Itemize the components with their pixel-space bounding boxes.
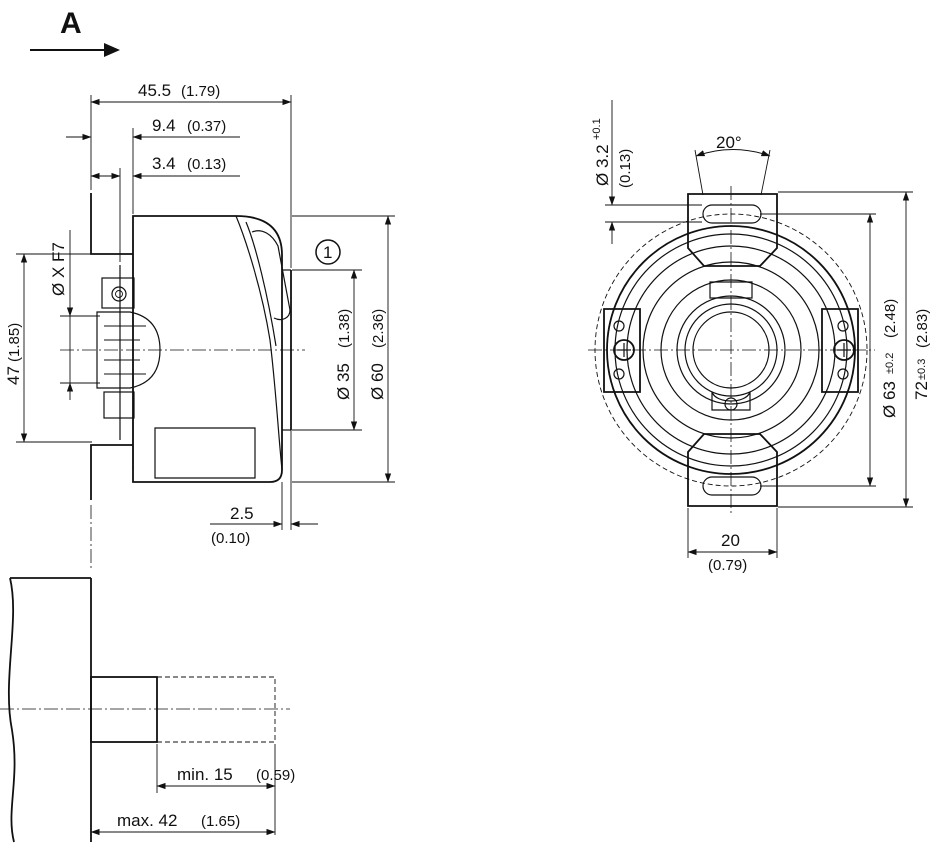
dim-3-4-inch: (0.13) xyxy=(187,156,226,173)
side-view xyxy=(60,193,305,570)
dim-d35-inch: (1.38) xyxy=(336,309,353,348)
dim-total-length: 45.5 xyxy=(138,81,171,100)
front-view xyxy=(588,186,875,515)
shaft-detail: min. 15 (0.59) max. 42 (1.65) xyxy=(0,577,295,843)
dim-d60-inch: (2.36) xyxy=(370,309,387,348)
dim-min15: min. 15 xyxy=(177,765,233,784)
front-view-dimensions: 20° Ø 3.2 +0.1 (0.13) Ø 63 ±0.2 (2.48) 7… xyxy=(591,100,931,574)
dim-angle: 20° xyxy=(716,133,742,152)
callout-number: 1 xyxy=(323,243,332,262)
dim-3-4: 3.4 xyxy=(152,154,176,173)
dim-47-inch: (1.85) xyxy=(6,323,23,362)
dim-2-5-inch: (0.10) xyxy=(211,530,250,547)
dim-h72: 72 xyxy=(912,381,931,400)
dim-min15-inch: (0.59) xyxy=(256,767,295,784)
dim-47: 47 xyxy=(4,366,23,385)
side-view-dimensions: 45.5 (1.79) 9.4 (0.37) 3.4 (0.13) Ø X F7… xyxy=(4,81,395,547)
dim-d63: Ø 63 xyxy=(880,381,899,418)
dim-2-5: 2.5 xyxy=(230,504,254,523)
dim-d63-inch: (2.48) xyxy=(882,299,899,338)
dim-9-4: 9.4 xyxy=(152,116,176,135)
view-label: A xyxy=(60,7,82,40)
dim-9-4-inch: (0.37) xyxy=(187,118,226,135)
dim-total-length-inch: (1.79) xyxy=(181,83,220,100)
dim-h72-tol: ±0.3 xyxy=(916,359,928,380)
callout-circle xyxy=(315,239,341,265)
dim-slot: Ø 3.2 xyxy=(593,144,612,186)
view-direction-arrow: A xyxy=(30,7,120,57)
dim-slot-tol: +0.1 xyxy=(591,118,603,140)
dim-w20-inch: (0.79) xyxy=(708,557,747,574)
dim-h72-inch: (2.83) xyxy=(914,309,931,348)
dim-w20: 20 xyxy=(721,531,740,550)
dim-d60: Ø 60 xyxy=(368,363,387,400)
dim-max42-inch: (1.65) xyxy=(201,813,240,830)
dim-bore: Ø X F7 xyxy=(49,242,68,296)
dim-d63-tol: ±0.2 xyxy=(884,353,896,374)
dim-d35: Ø 35 xyxy=(334,363,353,400)
dim-slot-inch: (0.13) xyxy=(617,149,634,188)
dim-max42: max. 42 xyxy=(117,811,177,830)
